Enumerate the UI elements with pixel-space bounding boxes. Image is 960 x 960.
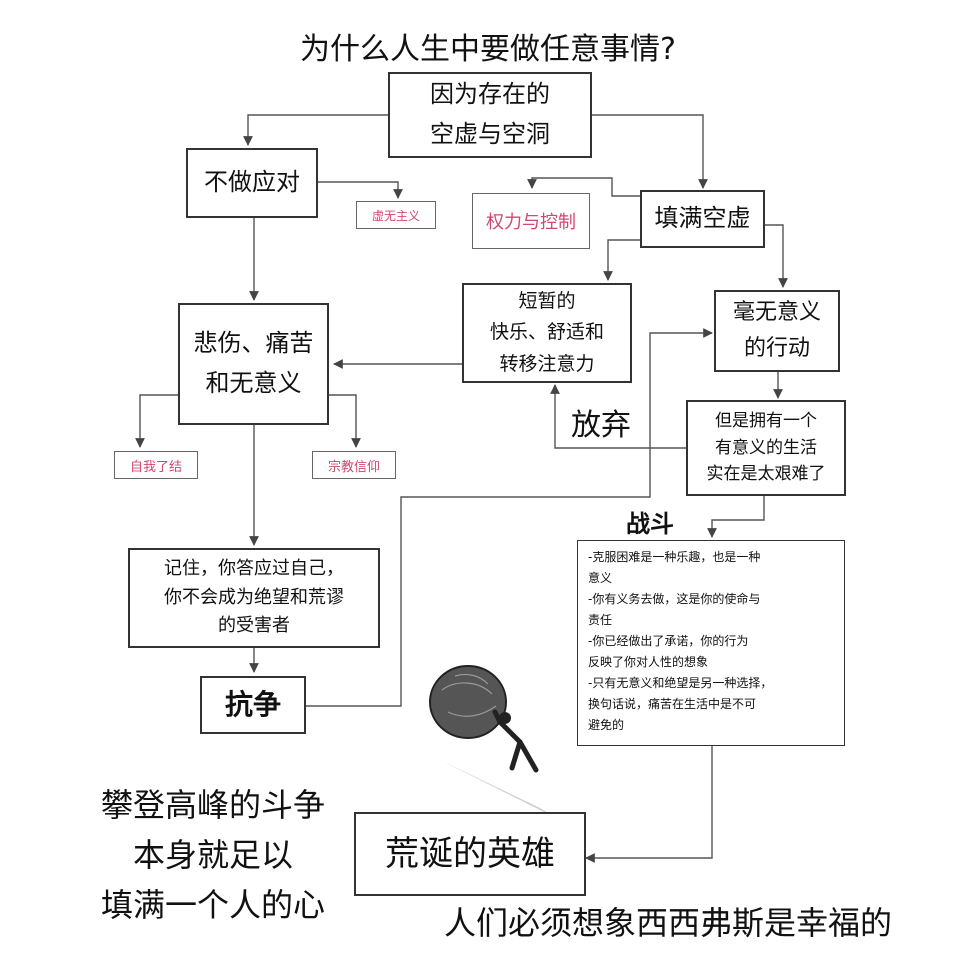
node-hard-life-line-3: 实在是太艰难了 (706, 464, 826, 485)
fight-list-line: -克服困难是一种乐趣，也是一种 (588, 550, 761, 564)
slope-shadow (430, 755, 560, 820)
fight-list-line: 换句话说，痛苦在生活中是不可 (588, 697, 757, 711)
label-fight: 战斗 (626, 510, 674, 538)
node-hard-life-line-1: 但是拥有一个 (715, 411, 817, 432)
node-short-pleasure: 短暂的 快乐、舒适和 转移注意力 (462, 283, 632, 383)
quote-left-line-3: 填满一个人的心 (100, 886, 325, 924)
fight-list-line: -只有无意义和绝望是另一种选择， (588, 676, 773, 690)
node-resist: 抗争 (200, 676, 306, 734)
fight-list-line: 避免的 (588, 718, 625, 732)
node-short-pleasure-line-2: 快乐、舒适和 (489, 321, 604, 344)
node-fight-list: -克服困难是一种乐趣，也是一种 意义 -你有义务去做，这是你的使命与 责任 -你… (577, 540, 845, 746)
node-meaningless-action: 毫无意义 的行动 (714, 290, 840, 372)
node-grief-line-1: 悲伤、痛苦 (193, 329, 314, 358)
sisyphus-boulder-illustration (429, 665, 560, 820)
node-grief: 悲伤、痛苦 和无意义 (178, 303, 329, 425)
quote-left: 攀登高峰的斗争 本身就足以 填满一个人的心 (78, 780, 348, 930)
arrow-grief-to-suicide (135, 394, 180, 448)
node-religion: 宗教信仰 (312, 451, 396, 479)
figure (492, 709, 539, 773)
node-suicide: 自我了结 (114, 451, 198, 479)
node-no-response: 不做应对 (186, 148, 318, 218)
node-remember-line-3: 的受害者 (218, 615, 290, 637)
node-power-control: 权力与控制 (472, 193, 590, 249)
node-fill-void: 填满空虚 (640, 190, 765, 248)
node-short-pleasure-line-1: 短暂的 (518, 289, 576, 312)
quote-left-line-1: 攀登高峰的斗争 (100, 786, 325, 824)
node-nihilism: 虚无主义 (356, 201, 436, 229)
node-meaningless-action-line-1: 毫无意义 (732, 299, 821, 325)
node-hard-life-line-2: 有意义的生活 (715, 437, 817, 458)
node-remember: 记住，你答应过自己， 你不会成为绝望和荒谬 的受害者 (128, 548, 380, 648)
node-root-line-1: 因为存在的 (430, 80, 550, 109)
node-remember-line-2: 你不会成为绝望和荒谬 (164, 586, 344, 608)
page-title: 为什么人生中要做任意事情? (300, 32, 676, 67)
node-short-pleasure-line-3: 转移注意力 (499, 352, 595, 375)
label-give-up: 放弃 (571, 408, 631, 443)
node-root: 因为存在的 空虚与空洞 (388, 72, 592, 158)
boulder (429, 665, 507, 739)
node-meaningless-action-line-2: 的行动 (743, 336, 810, 361)
arrow-grief-to-religion (328, 394, 361, 448)
quote-left-line-2: 本身就足以 (132, 836, 293, 874)
fight-list-line: -你有义务去做，这是你的使命与 (588, 592, 761, 606)
node-hard-life: 但是拥有一个 有意义的生活 实在是太艰难了 (686, 400, 846, 496)
quote-bottom: 人们必须想象西西弗斯是幸福的 (444, 904, 893, 942)
arrow-fill-void-to-power (527, 177, 640, 197)
arrow-fill-void-to-short-pleasure (603, 239, 640, 281)
fight-list-line: 反映了你对人性的想象 (588, 655, 709, 669)
arrow-fill-void-to-meaningless (765, 224, 788, 288)
arrow-resist-to-meaningless (306, 328, 713, 707)
fight-list-line: -你已经做出了承诺，你的行为 (588, 634, 749, 648)
arrow-root-to-fill-void (592, 114, 708, 189)
node-grief-line-2: 和无意义 (205, 369, 302, 397)
node-remember-line-1: 记住，你答应过自己， (164, 557, 344, 579)
arrow-list-to-hero (585, 746, 713, 863)
arrow-fight (707, 496, 765, 538)
fight-list-line: 责任 (588, 613, 613, 627)
node-root-line-2: 空虚与空洞 (430, 120, 550, 148)
node-absurd-hero: 荒诞的英雄 (354, 812, 586, 896)
arrow-root-to-no-response (243, 114, 388, 146)
fight-list-line: 意义 (588, 571, 613, 585)
arrow-give-up (550, 384, 686, 449)
arrow-no-response-to-nihilism (318, 181, 403, 199)
